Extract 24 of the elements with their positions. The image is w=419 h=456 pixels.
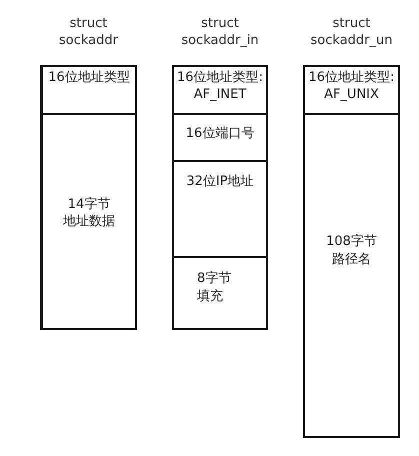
struct-field [303,65,400,115]
struct-field [172,113,268,162]
field-label: 填充 [197,288,223,306]
field-label: 14字节 [68,196,110,213]
field-label: AF_INET [194,86,246,103]
struct-field [172,256,268,330]
struct-name: struct sockaddr_in [180,15,260,49]
struct-field [40,113,137,330]
field-label: 16位地址类型: [177,69,263,86]
field-label: AF_UNIX [324,86,379,103]
struct-field [172,65,268,115]
field-label: 地址数据 [63,213,115,230]
field-label: 32位IP地址 [186,173,254,190]
field-label: 路径名 [332,251,371,269]
field-label: 16位地址类型: [308,69,394,86]
field-label: 16位地址类型 [48,69,130,86]
struct-name: struct sockaddr [58,15,119,49]
struct-field [40,65,137,115]
field-label: 16位端口号 [186,125,254,142]
field-label: 8字节 [197,270,232,288]
struct-field [172,160,268,258]
struct-field [303,113,400,438]
struct-name: struct sockaddr_un [310,15,394,49]
field-label: 108字节 [326,233,377,251]
